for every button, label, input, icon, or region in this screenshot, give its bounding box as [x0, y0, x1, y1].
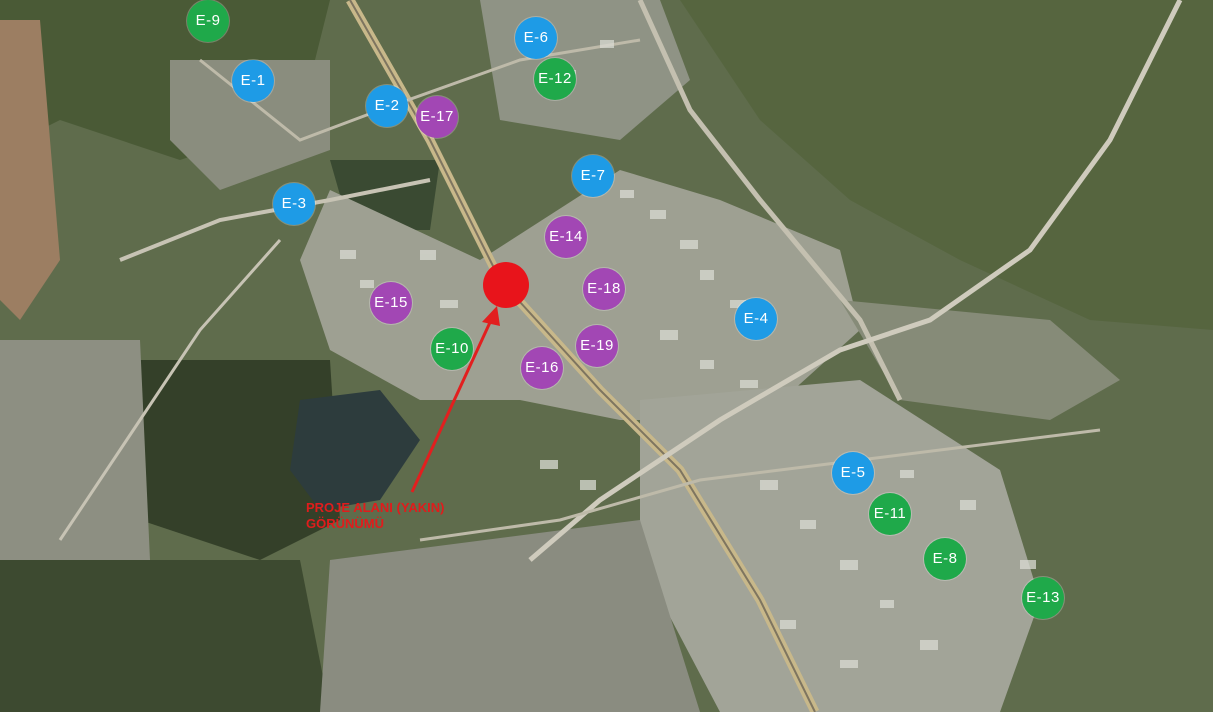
marker-e-17[interactable]: E-17: [416, 96, 458, 138]
callout-arrow-head: [482, 306, 500, 326]
highway-centerline: [349, 0, 816, 712]
marker-e-19[interactable]: E-19: [576, 325, 618, 367]
road-south: [419, 428, 1101, 542]
callout-line-1: PROJE ALANI (YAKIN): [306, 500, 445, 515]
road-east-diagonal: [528, 0, 1183, 562]
project-site-marker[interactable]: [483, 262, 529, 308]
marker-e-10[interactable]: E-10: [431, 328, 473, 370]
marker-e-4[interactable]: E-4: [735, 298, 777, 340]
marker-e-13[interactable]: E-13: [1022, 577, 1064, 619]
marker-e-11[interactable]: E-11: [869, 493, 911, 535]
road-north-east: [637, 0, 903, 402]
urban-east: [840, 300, 1120, 420]
urban-north-west: [170, 60, 330, 190]
marker-e-18[interactable]: E-18: [583, 268, 625, 310]
callout-line-2: GÖRÜNÜMÜ: [306, 516, 384, 531]
marker-e-1[interactable]: E-1: [232, 60, 274, 102]
callout-arrow-line: [410, 317, 494, 493]
marker-e-14[interactable]: E-14: [545, 216, 587, 258]
forest-north-east: [680, 0, 1213, 330]
forest-central-west: [120, 360, 340, 560]
marker-e-8[interactable]: E-8: [924, 538, 966, 580]
marker-e-2[interactable]: E-2: [366, 85, 408, 127]
forest-south-west: [0, 560, 330, 712]
marker-e-5[interactable]: E-5: [832, 452, 874, 494]
reservoir: [290, 390, 420, 510]
marker-e-9[interactable]: E-9: [187, 0, 229, 42]
marker-e-15[interactable]: E-15: [370, 282, 412, 324]
building-blocks: [340, 40, 1036, 668]
quarry-west: [0, 20, 60, 320]
project-area-callout: PROJE ALANI (YAKIN) GÖRÜNÜMÜ: [306, 500, 496, 532]
marker-e-6[interactable]: E-6: [515, 17, 557, 59]
road-south-west: [58, 239, 282, 541]
marker-e-3[interactable]: E-3: [273, 183, 315, 225]
marker-e-12[interactable]: E-12: [534, 58, 576, 100]
urban-south: [320, 520, 700, 712]
marker-e-7[interactable]: E-7: [572, 155, 614, 197]
industrial-zone-south-east: [640, 380, 1040, 712]
urban-west: [0, 340, 150, 560]
marker-e-16[interactable]: E-16: [521, 347, 563, 389]
